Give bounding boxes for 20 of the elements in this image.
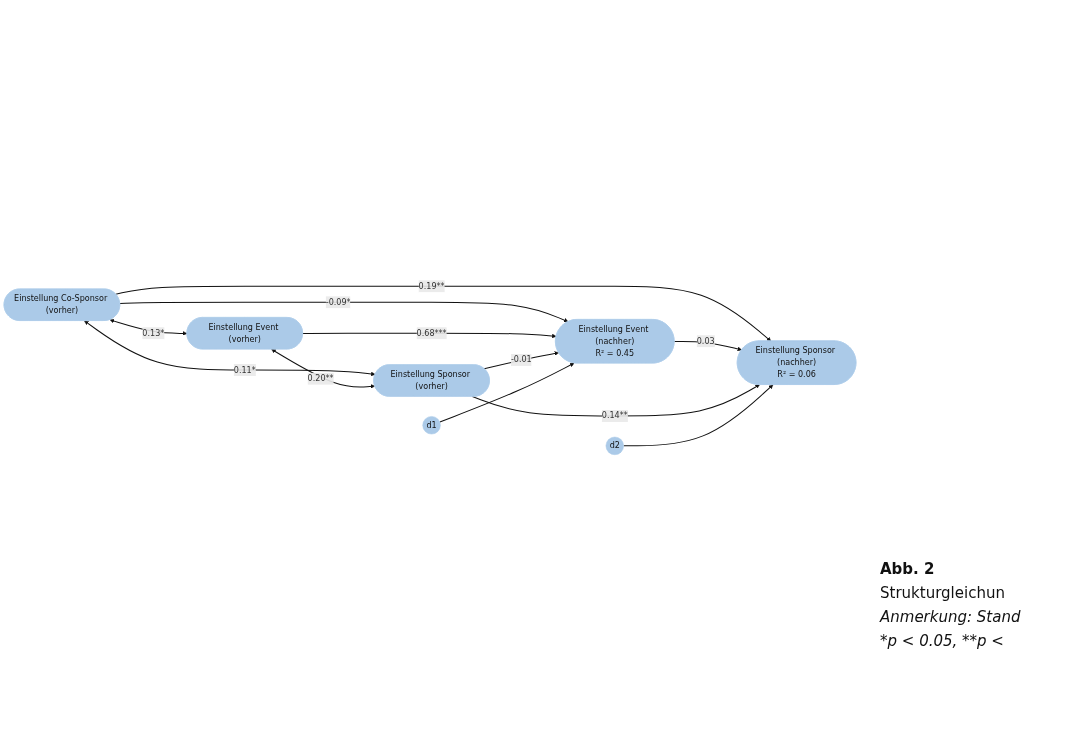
edge-label: 0.03	[696, 336, 715, 346]
edge-label: -0.09*	[325, 297, 351, 307]
edge-label: 0.13*	[142, 328, 165, 338]
figure-caption: Abb. 2	[880, 560, 936, 578]
node-circle: d2	[605, 436, 624, 455]
arrow	[439, 362, 575, 423]
edge-label: 0.11*	[233, 365, 256, 375]
note-text: *p < 0.05, **p <	[880, 632, 1005, 650]
arrow	[623, 384, 774, 447]
edge-label: 0.19**	[418, 281, 445, 291]
edge-label: 0.68***	[416, 328, 447, 338]
note-text: Anmerkung: Stand	[880, 608, 1022, 626]
arrow	[271, 349, 376, 389]
note-text: Strukturgleichun	[880, 584, 1006, 602]
arrow	[483, 351, 559, 370]
arrow	[119, 301, 569, 323]
edge-label: -0.01	[510, 354, 532, 365]
node-circle: d1	[422, 416, 441, 435]
edge-label: 0.20**	[307, 373, 334, 384]
edge-label: 0.14**	[601, 410, 628, 421]
